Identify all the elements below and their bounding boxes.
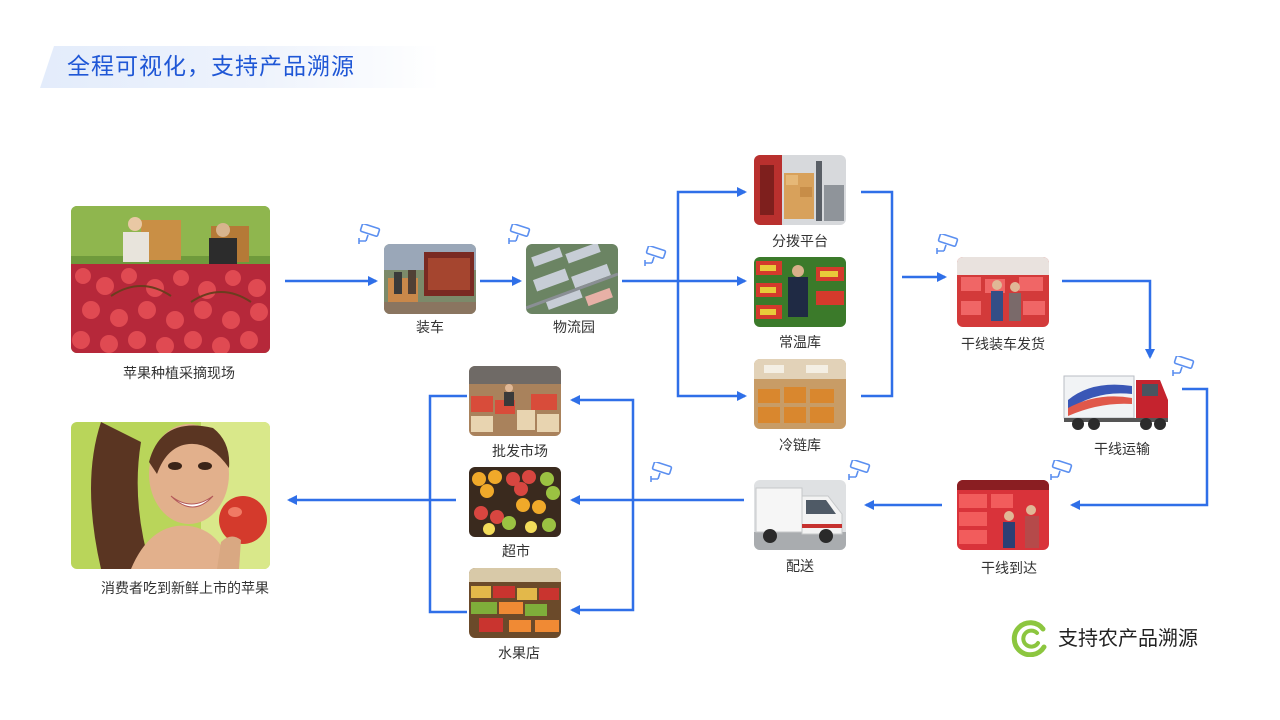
ambient-warehouse-photo (754, 257, 846, 327)
supermarket-photo (469, 467, 561, 537)
trunk-loading-photo (957, 257, 1049, 327)
page-title: 全程可视化，支持产品溯源 (67, 54, 355, 80)
surveillance-camera-icon (506, 224, 532, 246)
label-loading: 装车 (416, 320, 444, 336)
surveillance-camera-icon (1048, 460, 1074, 482)
wholesale-market-photo (469, 366, 561, 436)
brand-text: 支持农产品溯源 (1058, 626, 1198, 650)
arrow-to-wholesale (570, 395, 635, 500)
fruit-shop-photo (469, 568, 561, 638)
merge-line (861, 190, 894, 398)
title-banner (40, 46, 440, 88)
surveillance-camera-icon (934, 234, 960, 256)
trunk-truck-photo (1062, 370, 1170, 434)
label-trunk-loading: 干线装车发货 (961, 337, 1045, 353)
arrow-to-cold (676, 281, 747, 401)
label-delivery: 配送 (786, 559, 814, 575)
label-trunk-transport: 干线运输 (1094, 442, 1150, 458)
label-consumer: 消费者吃到新鲜上市的苹果 (101, 581, 269, 597)
label-fruit-shop: 水果店 (498, 646, 540, 662)
arrow-to-sorting (676, 187, 747, 281)
label-orchard: 苹果种植采摘现场 (123, 366, 235, 382)
leaf-c-logo-icon (1010, 619, 1050, 658)
label-logistics-park: 物流园 (553, 320, 595, 336)
truck-loading-photo (384, 244, 476, 314)
label-supermarket: 超市 (502, 544, 530, 560)
consumer-apple-photo (71, 422, 270, 569)
surveillance-camera-icon (846, 460, 872, 482)
delivery-van-photo (754, 480, 846, 550)
sorting-platform-photo (754, 155, 846, 225)
label-wholesale-market: 批发市场 (492, 444, 548, 460)
label-sorting-platform: 分拨平台 (772, 234, 828, 250)
arrow-to-fruit-shop (570, 500, 635, 615)
apple-orchard-photo (71, 206, 270, 353)
arrow-transport-to-arrival (1070, 387, 1209, 510)
surveillance-camera-icon (648, 462, 674, 484)
label-cold-storage: 冷链库 (779, 438, 821, 454)
arrow-trunk-loading-to-transport (1062, 279, 1155, 359)
outlet-merge-line (428, 394, 467, 614)
surveillance-camera-icon (356, 224, 382, 246)
surveillance-camera-icon (642, 246, 668, 268)
trunk-arrival-photo (957, 480, 1049, 550)
cold-storage-photo (754, 359, 846, 429)
surveillance-camera-icon (1170, 356, 1196, 378)
logistics-park-photo (526, 244, 618, 314)
label-ambient-warehouse: 常温库 (779, 335, 821, 351)
label-trunk-arrival: 干线到达 (981, 561, 1037, 577)
